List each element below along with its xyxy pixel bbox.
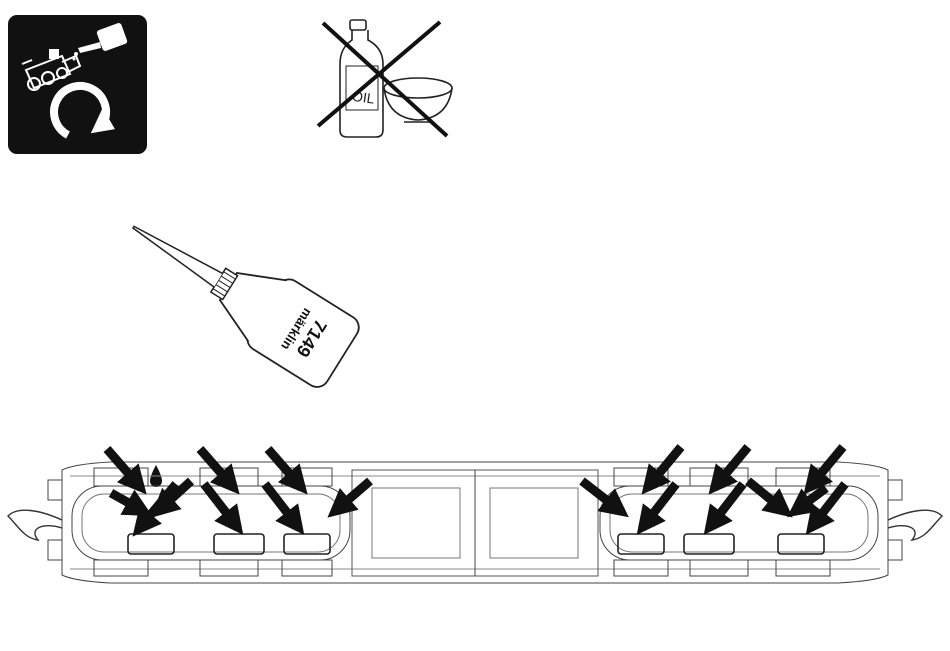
- axle-gear-housings: [128, 534, 824, 554]
- center-frame: [352, 470, 598, 576]
- coupler-right: [888, 510, 942, 540]
- coupler-left: [8, 510, 62, 540]
- lubrication-arrows: [107, 447, 845, 530]
- lubrication-arrow: [265, 484, 299, 528]
- lubrication-arrow: [642, 484, 676, 528]
- lubrication-maintenance-icon: [8, 15, 147, 154]
- lubrication-arrow: [709, 484, 743, 528]
- cross-line-1: [323, 23, 447, 136]
- buffer-left: [48, 480, 62, 560]
- oil-bowl-icon: [384, 78, 452, 122]
- lubrication-arrow: [111, 493, 145, 512]
- lubrication-arrow: [204, 484, 238, 528]
- bogie-left: [72, 468, 350, 576]
- no-household-oil-icon: OIL: [318, 20, 452, 137]
- oil-bottle: märklin 7149: [112, 193, 363, 391]
- buffer-right: [888, 480, 902, 560]
